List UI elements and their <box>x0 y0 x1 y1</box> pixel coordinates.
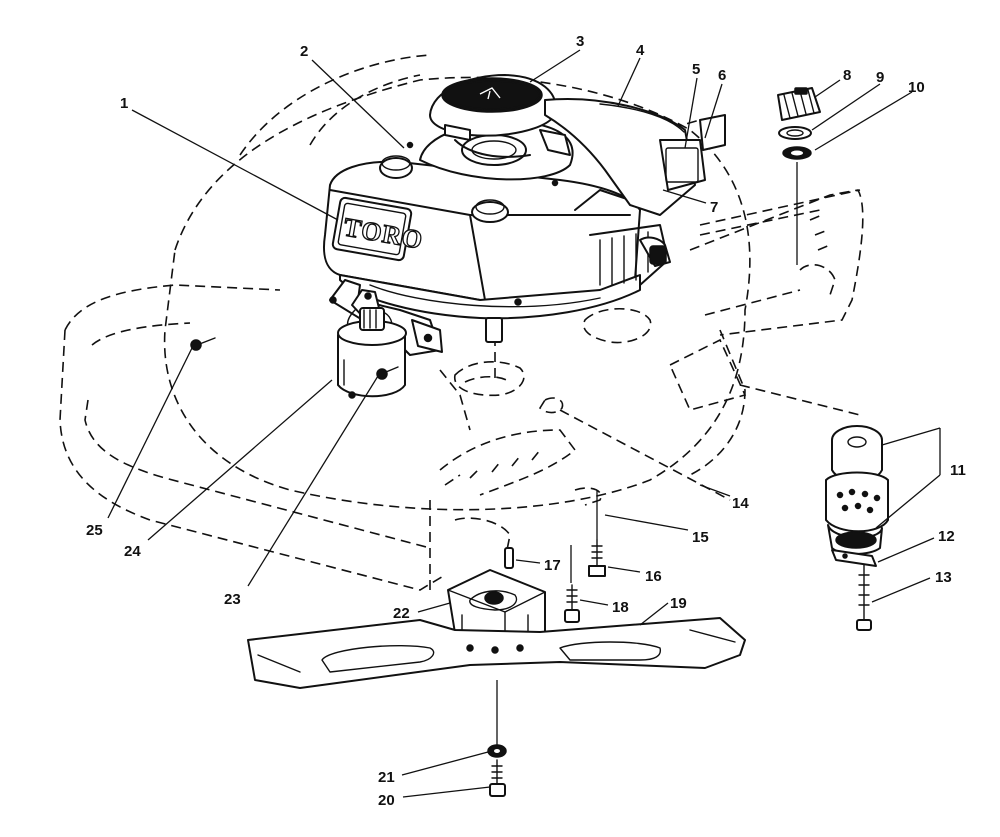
callout-15: 15 <box>692 529 709 546</box>
callout-1: 1 <box>120 95 128 112</box>
screw-25 <box>190 337 216 351</box>
callout-10: 10 <box>908 79 925 96</box>
callout-20: 20 <box>378 792 395 809</box>
washer-21 <box>487 744 507 758</box>
callout-16: 16 <box>645 568 662 585</box>
callout-19: 19 <box>670 595 687 612</box>
callout-22: 22 <box>393 605 410 622</box>
callout-11: 11 <box>950 462 966 479</box>
callout-8: 8 <box>843 67 851 84</box>
callout-9: 9 <box>876 69 884 86</box>
starter-motor <box>329 279 443 399</box>
bolt-18 <box>564 584 580 623</box>
callout-23: 23 <box>224 591 241 608</box>
callout-6: 6 <box>718 67 726 84</box>
engine: TORO <box>322 116 671 343</box>
callout-24: 24 <box>124 543 141 560</box>
bolt-13 <box>856 564 872 631</box>
key-17 <box>504 547 514 569</box>
bolt-16 <box>588 539 606 577</box>
callout-3: 3 <box>576 33 584 50</box>
callout-18: 18 <box>612 599 629 616</box>
screw-23 <box>376 366 399 380</box>
callout-14: 14 <box>732 495 749 512</box>
bolt-20 <box>489 759 506 797</box>
callout-21: 21 <box>378 769 395 786</box>
recoil-starter <box>429 74 571 158</box>
callout-5: 5 <box>692 61 700 78</box>
callout-4: 4 <box>636 42 645 59</box>
wheel-assembly <box>825 425 889 567</box>
leader-lines <box>107 49 941 798</box>
callout-25: 25 <box>86 522 103 539</box>
air-cleaner <box>544 98 726 216</box>
callout-13: 13 <box>935 569 952 586</box>
callout-7: 7 <box>710 199 718 216</box>
callout-2: 2 <box>300 43 308 60</box>
blade <box>247 617 746 689</box>
callout-12: 12 <box>938 528 955 545</box>
callout-labels: 1 2 3 4 5 6 7 8 9 10 11 12 13 14 15 16 1… <box>86 33 966 809</box>
callout-17: 17 <box>544 557 561 574</box>
cap-8 <box>777 87 821 121</box>
washer-10 <box>782 146 812 160</box>
mower-deck <box>59 54 864 591</box>
washer-9 <box>778 126 812 140</box>
